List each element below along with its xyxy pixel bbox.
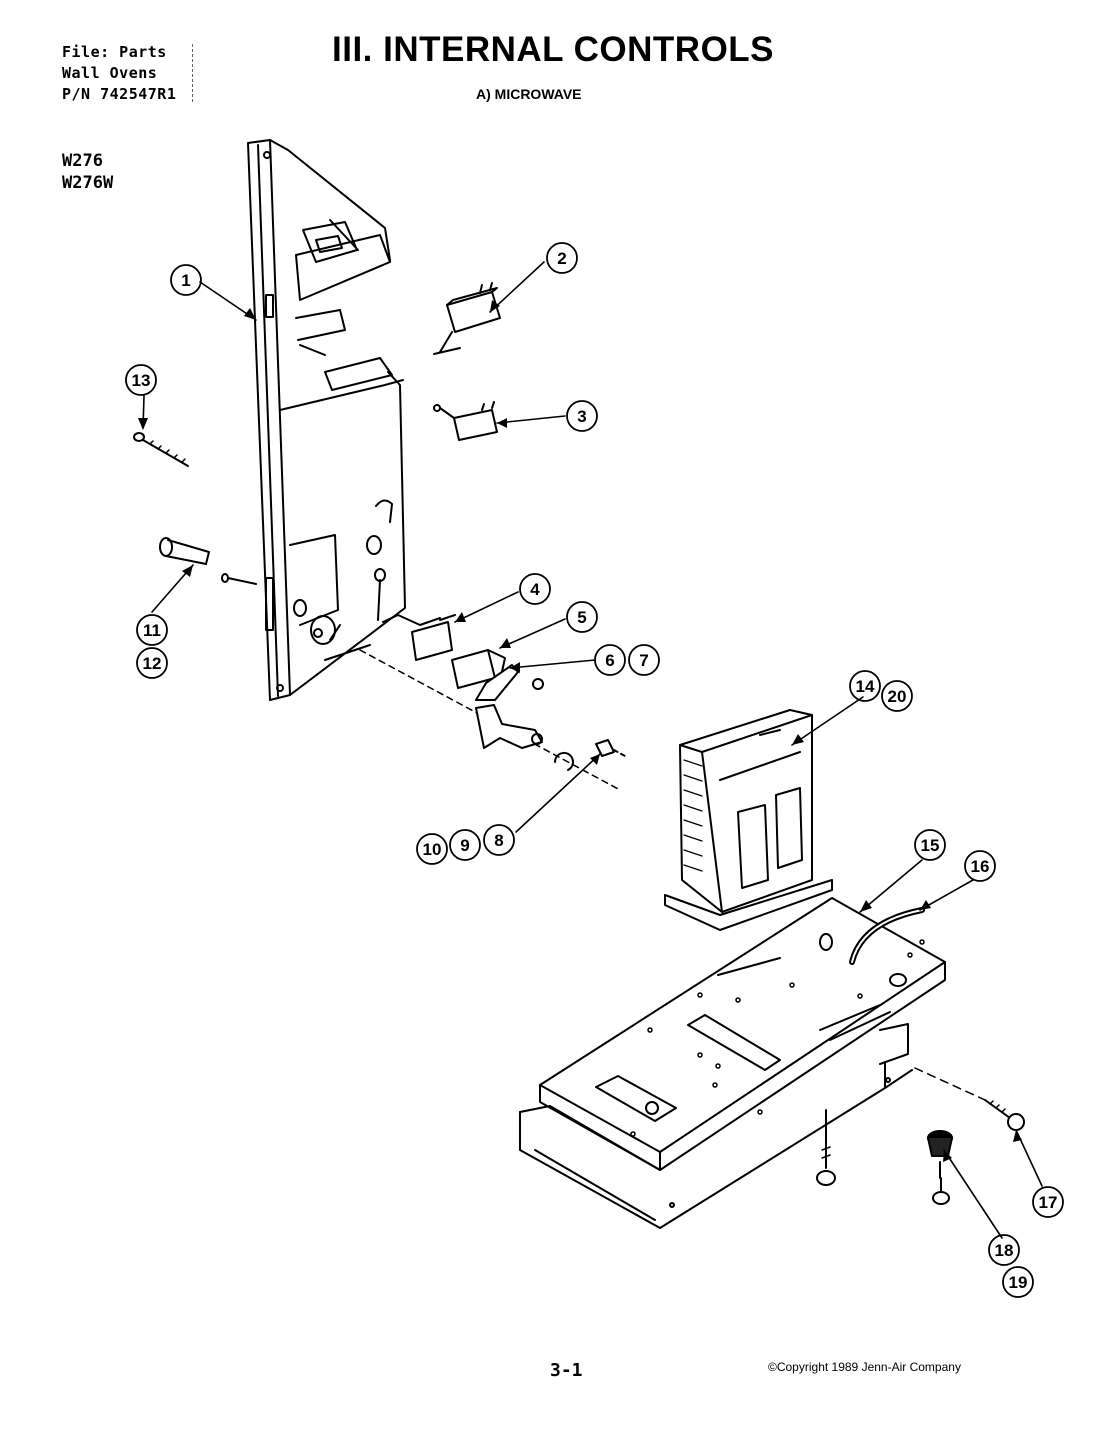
file-line: Wall Ovens [62,64,158,82]
foot-parts-18-19 [816,1109,953,1205]
svg-text:14: 14 [856,677,875,696]
transformer-part-14 [664,709,833,931]
svg-text:11: 11 [143,621,161,640]
header-divider [192,44,193,102]
callout-19: 19 [1002,1266,1034,1298]
callout-20: 20 [881,680,913,712]
model-number: W276W [62,173,114,193]
callout-4: 4 [519,573,551,605]
leader-arrowheads [138,300,1022,1162]
copyright-notice: ©Copyright 1989 Jenn-Air Company [768,1360,961,1374]
actuator-parts-8-9-10 [475,704,626,771]
callout-7: 7 [628,644,660,676]
callout-6: 6 [594,644,626,676]
file-info: File: Parts Wall Ovens P/N 742547R1 [62,42,176,105]
callout-18: 18 [988,1234,1020,1266]
svg-text:9: 9 [460,836,469,855]
callout-3: 3 [566,400,598,432]
svg-text:5: 5 [577,608,586,627]
switch-part-3 [433,401,498,441]
svg-text:12: 12 [143,654,162,673]
file-line: File: Parts [62,43,167,61]
callout-14: 14 [849,670,881,702]
switch-assembly-4-5 [359,614,621,791]
callout-10: 10 [416,833,448,865]
svg-text:16: 16 [971,857,990,876]
svg-text:15: 15 [921,836,940,855]
model-number: W276 [62,151,103,171]
pin-part-11 [159,537,257,585]
screw-part-13 [133,432,189,467]
svg-text:4: 4 [530,580,540,599]
callout-5: 5 [566,601,598,633]
callout-2: 2 [546,242,578,274]
page-subtitle: A) MICROWAVE [476,86,582,102]
model-list: W276 W276W [62,150,113,194]
svg-text:1: 1 [181,271,190,290]
mounting-tray-part-15 [519,897,946,1229]
svg-text:6: 6 [605,651,614,670]
callout-12: 12 [136,647,168,679]
callout-15: 15 [914,829,946,861]
control-bracket [247,139,406,701]
svg-text:10: 10 [423,840,442,859]
switch-part-2 [433,282,501,355]
page-title: III. INTERNAL CONTROLS [332,30,775,69]
svg-text:7: 7 [639,651,648,670]
svg-text:17: 17 [1039,1193,1058,1212]
callout-13: 13 [125,364,157,396]
callout-9: 9 [449,829,481,861]
svg-text:13: 13 [132,371,151,390]
svg-text:19: 19 [1009,1273,1028,1292]
callout-16: 16 [964,850,996,882]
screw-part-17 [914,1067,1025,1131]
callout-11: 11 [136,614,168,646]
svg-text:20: 20 [888,687,907,706]
svg-text:8: 8 [494,831,503,850]
page-number: 3-1 [550,1360,583,1381]
svg-text:2: 2 [557,249,566,268]
file-line: P/N 742547R1 [62,85,177,103]
svg-text:3: 3 [577,407,586,426]
callout-8: 8 [483,824,515,856]
callout-17: 17 [1032,1186,1064,1218]
callout-1: 1 [170,264,202,296]
svg-text:18: 18 [995,1241,1014,1260]
